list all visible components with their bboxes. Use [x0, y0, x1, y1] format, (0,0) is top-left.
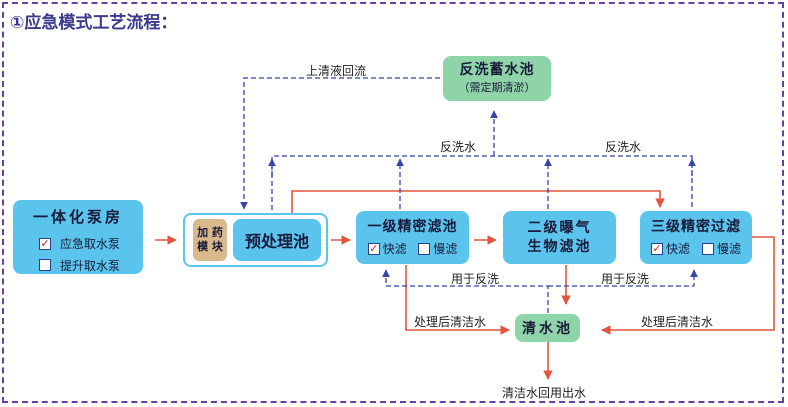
tertiary-fast-checkbox[interactable]: ✓ [650, 242, 663, 255]
secondary-bio-label-line1: 二级曝气 [527, 219, 592, 236]
flow-upper-clear-return [240, 77, 440, 210]
tertiary-fast-label: 快滤 [665, 242, 690, 256]
backwash-header [271, 155, 693, 210]
label-backwash-water-left: 反洗水 [440, 140, 477, 154]
dosing-label-line2: 模 块 [197, 240, 223, 253]
page-frame [2, 2, 784, 403]
label-treated-water-left: 处理后清洁水 [414, 315, 487, 329]
backwash-tank-note: （需定期清淤） [458, 80, 536, 94]
pump-house-box: 一体化泵房 ✓ 应急取水泵 提升取水泵 [13, 200, 143, 274]
primary-fast-checkbox[interactable]: ✓ [367, 242, 380, 255]
backwash-tank-label: 反洗蓄水池 [459, 61, 535, 78]
tertiary-filter-label: 三级精密过滤 [651, 219, 741, 235]
tertiary-slow-option[interactable]: 慢滤 [701, 240, 741, 257]
backwash-flow [240, 77, 698, 313]
label-treated-water-right: 处理后清洁水 [641, 315, 714, 329]
primary-fast-label: 快滤 [382, 242, 407, 256]
primary-filter-label: 一级精密滤池 [367, 219, 458, 235]
clean-water-tank-box: 清水池 [515, 314, 580, 342]
main-flow [155, 190, 775, 380]
label-for-backwash-left: 用于反洗 [451, 272, 500, 286]
for-backwash-to-tertiary [548, 269, 698, 287]
clean-water-tank-label: 清水池 [522, 321, 573, 337]
dosing-module-box: 加 药 模 块 [193, 219, 227, 261]
pretreat-tank-box: 预处理池 [233, 219, 321, 261]
primary-fast-option[interactable]: ✓ 快滤 [367, 240, 407, 257]
emergency-pump-checkbox[interactable]: ✓ [39, 237, 51, 250]
tertiary-slow-label: 慢滤 [716, 242, 741, 256]
lift-pump-label: 提升取水泵 [60, 258, 121, 273]
tertiary-slow-checkbox[interactable] [701, 242, 714, 255]
flow-bypass-to-tertiary [291, 190, 665, 213]
option-lift-pump[interactable]: 提升取水泵 [39, 257, 120, 274]
secondary-bio-filter-box: 二级曝气 生物滤池 [503, 211, 616, 264]
label-backwash-water-right: 反洗水 [605, 140, 642, 154]
flow-primary-to-clean [405, 265, 510, 335]
flow-tertiary-to-clean [601, 236, 775, 335]
pretreat-tank-label: 预处理池 [244, 232, 309, 251]
emergency-pump-label: 应急取水泵 [60, 237, 121, 251]
primary-filter-box: 一级精密滤池 ✓ 快滤 慢滤 [356, 211, 469, 264]
primary-slow-label: 慢滤 [433, 242, 458, 256]
dosing-label-line1: 加 药 [197, 226, 223, 239]
label-clean-water-return: 清洁水回用出水 [502, 386, 587, 400]
page-title: ①应急模式工艺流程： [10, 13, 178, 33]
tertiary-filter-box: 三级精密过滤 ✓ 快滤 慢滤 [640, 211, 752, 264]
backwash-tank-box: 反洗蓄水池 （需定期清淤） [443, 56, 551, 101]
label-upper-clear-return: 上清液回流 [306, 64, 367, 78]
primary-slow-option[interactable]: 慢滤 [418, 240, 457, 257]
primary-slow-checkbox[interactable] [418, 242, 431, 255]
secondary-bio-label-line2: 生物滤池 [527, 238, 592, 255]
lift-pump-checkbox[interactable] [39, 259, 51, 271]
option-emergency-pump[interactable]: ✓ 应急取水泵 [39, 235, 120, 252]
pump-house-label: 一体化泵房 [32, 208, 123, 226]
label-for-backwash-right: 用于反洗 [601, 272, 650, 286]
tertiary-fast-option[interactable]: ✓ 快滤 [650, 240, 690, 257]
for-backwash-to-primary [382, 269, 549, 313]
